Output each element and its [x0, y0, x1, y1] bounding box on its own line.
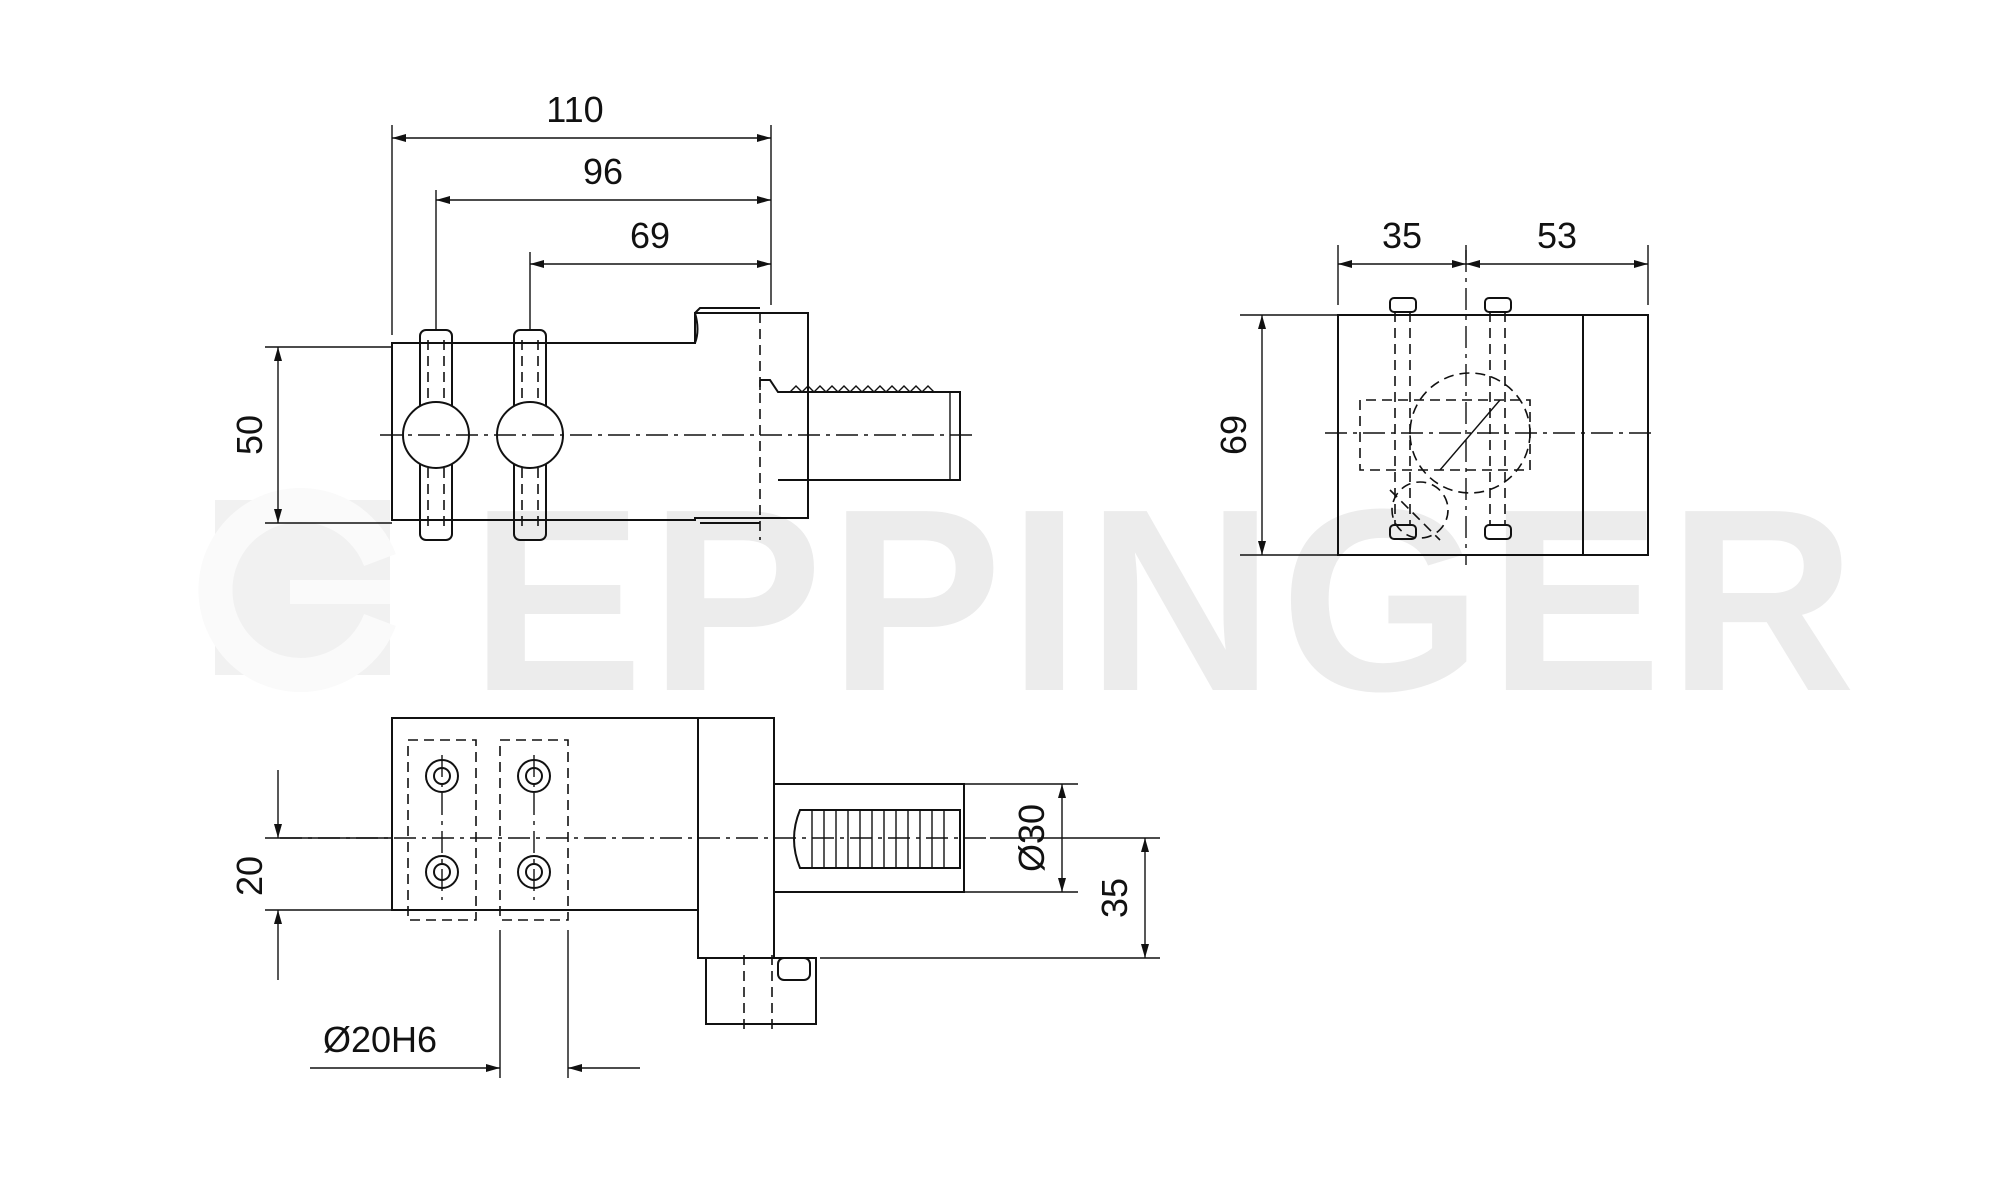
- dim-110-label: 110: [546, 89, 603, 130]
- bottom-view-body: [391, 717, 699, 911]
- watermark: EPPINGER: [198, 456, 1862, 746]
- watermark-brand-text: EPPINGER: [470, 456, 1862, 746]
- side-view: 35 53 69: [1213, 215, 1655, 565]
- dim-20-label: 20: [229, 856, 270, 896]
- top-view-shank: [760, 379, 961, 481]
- top-view-body: [391, 312, 809, 521]
- bottom-view-bracket: [705, 957, 817, 1025]
- dim-35-bottom-label: 35: [1094, 878, 1135, 918]
- dim-35-side-label: 35: [1382, 215, 1422, 256]
- top-view: 110 96 69 50: [229, 89, 975, 541]
- dim-69-side-label: 69: [1213, 415, 1254, 455]
- dim-69-top-label: 69: [630, 215, 670, 256]
- brand-logo-icon: [198, 488, 396, 692]
- dim-dia20h6-label: Ø20H6: [323, 1019, 437, 1060]
- dim-96-label: 96: [583, 151, 623, 192]
- dim-53-side-label: 53: [1537, 215, 1577, 256]
- dim-50-label: 50: [229, 415, 270, 455]
- bottom-view: 20 Ø30 35 Ø20H6: [229, 717, 1160, 1078]
- side-view-flange: [1582, 314, 1649, 556]
